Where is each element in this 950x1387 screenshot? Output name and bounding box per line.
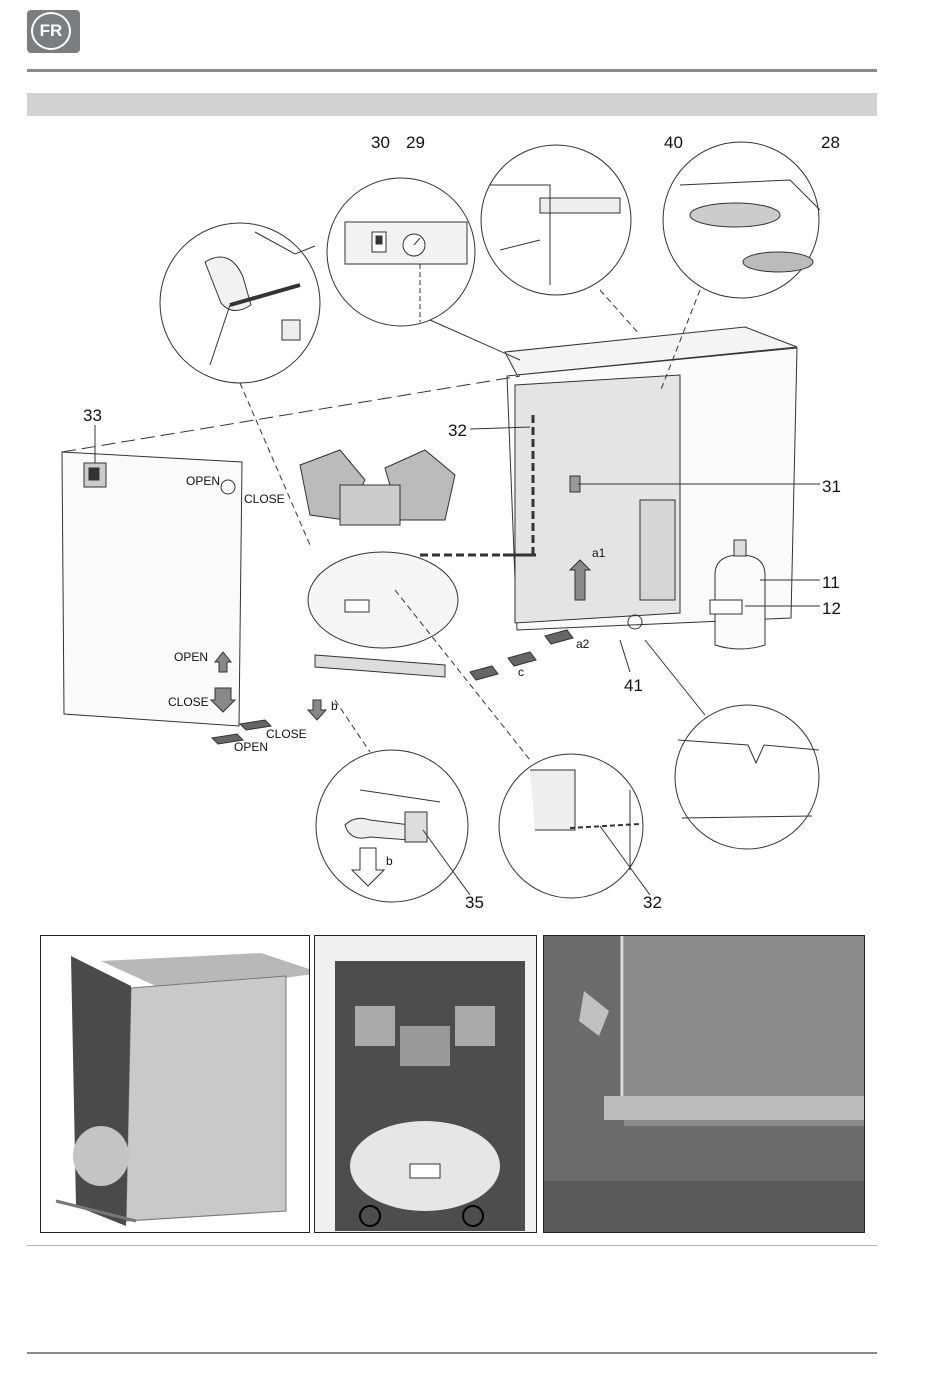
callout-32-top: 32: [448, 421, 467, 440]
callout-11: 11: [822, 573, 840, 592]
callout-31: 31: [822, 477, 841, 496]
label-a2: a2: [576, 637, 590, 651]
callout-40: 40: [664, 133, 683, 152]
side-panel: [62, 452, 242, 726]
photo-cabinet-front: [314, 935, 537, 1233]
label-a1: a1: [592, 546, 606, 560]
label-close-lower: CLOSE: [266, 727, 307, 741]
callout-12: 12: [822, 599, 841, 618]
callout-29: 29: [406, 133, 425, 152]
label-b-detail: b: [386, 854, 393, 868]
footer-rule: [27, 1352, 877, 1354]
callout-28: 28: [821, 133, 840, 152]
label-close-upper: CLOSE: [244, 492, 285, 506]
callout-32-bottom: 32: [643, 893, 662, 912]
detail-circle-notch: [675, 705, 819, 849]
label-close-mid: CLOSE: [168, 695, 209, 709]
label-open-mid: OPEN: [174, 650, 208, 664]
detail-circle-bracket: [481, 145, 631, 295]
section-rule: [27, 1245, 877, 1246]
callout-41: 41: [624, 676, 643, 695]
photo-tank-detail: [543, 935, 865, 1233]
label-b-main: b: [331, 699, 338, 713]
label-c: c: [518, 665, 524, 679]
photo-cabinet-open: [40, 935, 310, 1233]
label-open-upper: OPEN: [186, 474, 220, 488]
compressor-tank: [308, 552, 458, 648]
callout-30: 30: [371, 133, 390, 152]
assembly-illustration: 30 29 40 28 33 32 31 11 12 41 35 32 OPEN…: [0, 0, 950, 930]
callout-35: 35: [465, 893, 484, 912]
label-open-lower: OPEN: [234, 740, 268, 754]
callout-33: 33: [83, 406, 102, 425]
